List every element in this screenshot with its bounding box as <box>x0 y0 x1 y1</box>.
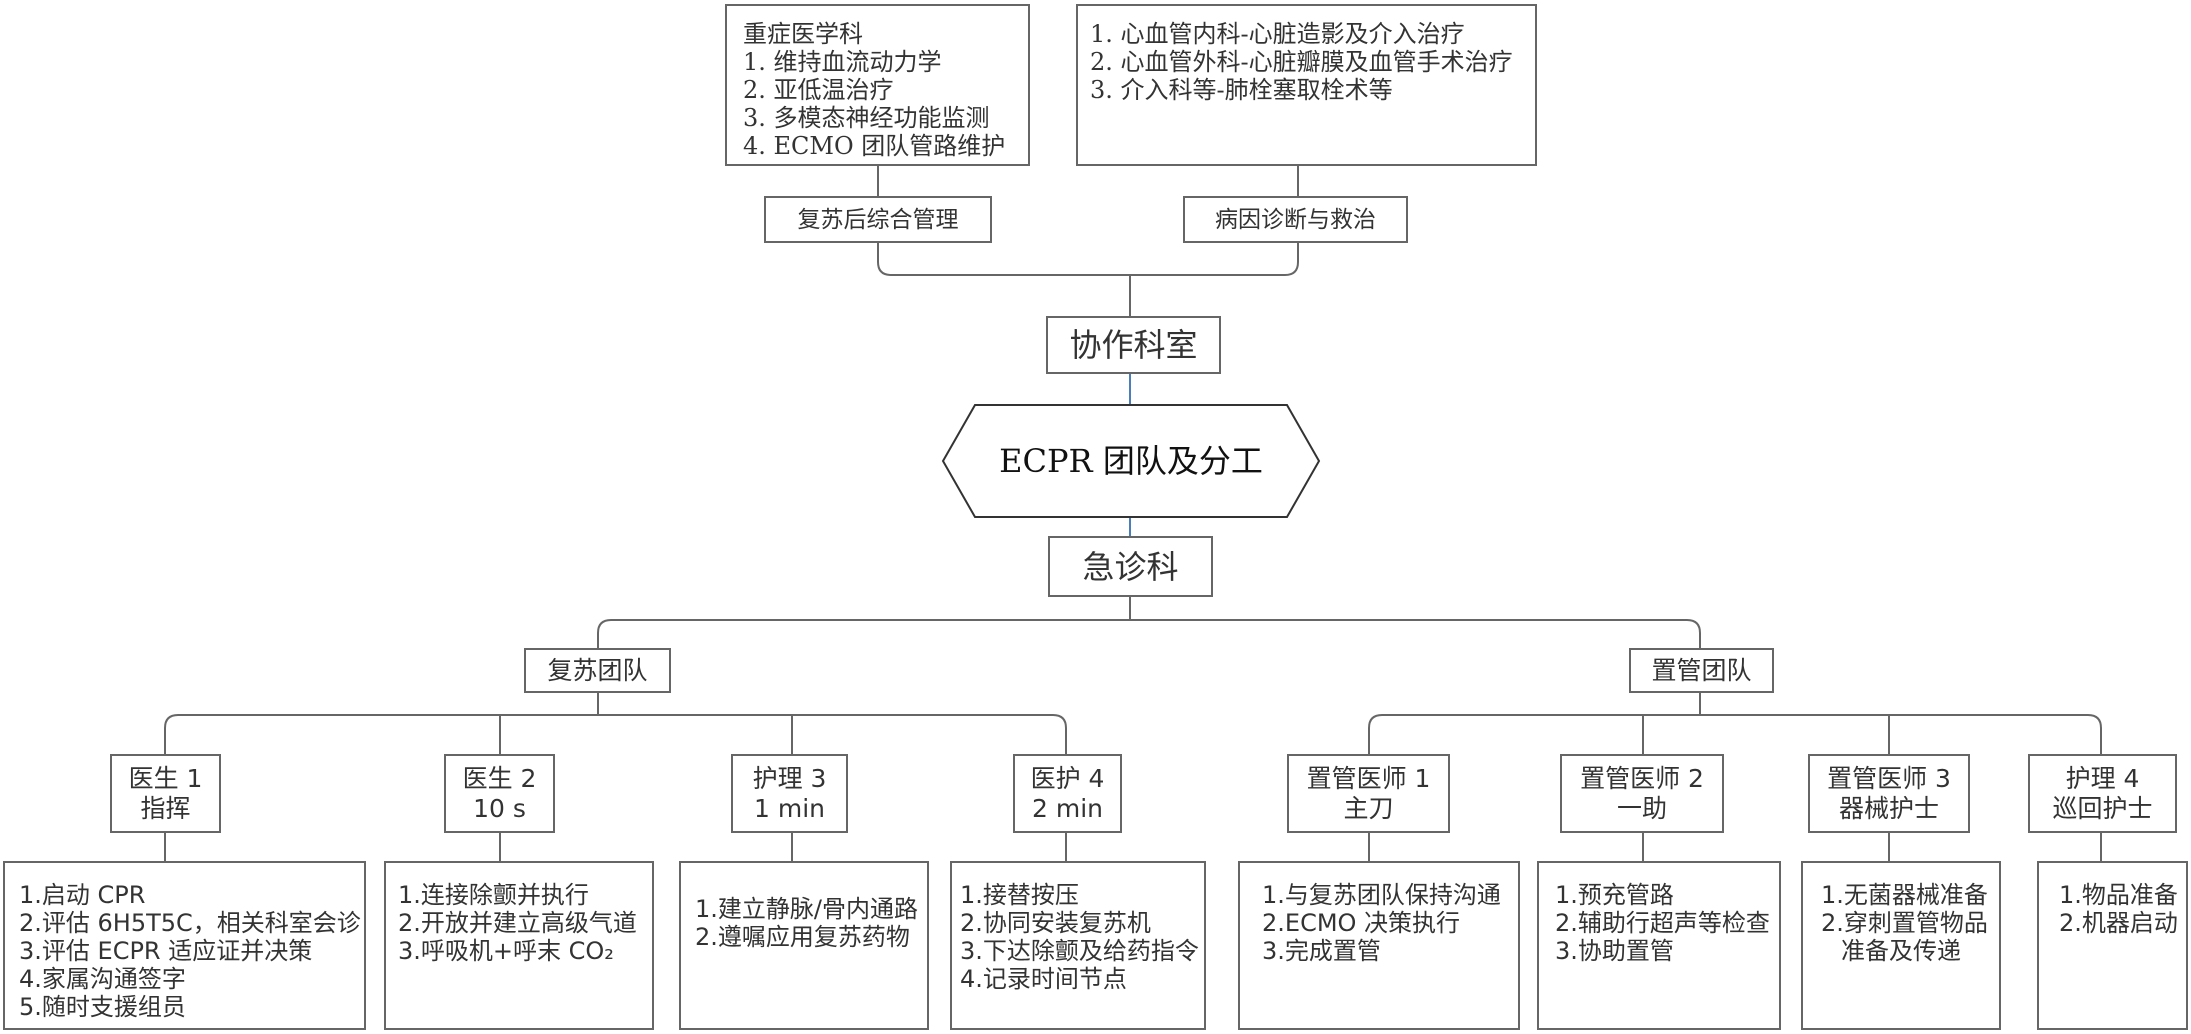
cannulation-team-box: 置管团队 <box>1629 648 1774 693</box>
center-hexagon <box>941 404 1321 518</box>
task-item: 3.下达除颤及给药指令 <box>960 937 1199 965</box>
task-item: 2.开放并建立高级气道 <box>398 909 637 937</box>
task-item: 2.协同安装复苏机 <box>960 909 1151 937</box>
task-item: 1.建立静脉/骨内通路 <box>695 895 918 923</box>
task-item: 4.家属沟通签字 <box>19 965 186 993</box>
task-item: 2.ECMO 决策执行 <box>1262 909 1461 937</box>
task-item: 2.遵嘱应用复苏药物 <box>695 923 910 951</box>
task-item: 3.评估 ECPR 适应证并决策 <box>19 937 313 965</box>
task-item: 1.预充管路 <box>1555 881 1674 909</box>
resuscitation-team-box: 复苏团队 <box>524 648 671 693</box>
task-item: 2.穿刺置管物品 <box>1821 909 1988 937</box>
emergency-dept-box: 急诊科 <box>1048 536 1213 597</box>
role-detail: 主刀 <box>1343 793 1394 823</box>
icu-title: 重症医学科 <box>743 20 863 48</box>
task-item: 1.与复苏团队保持沟通 <box>1262 881 1501 909</box>
task-item: 5.随时支援组员 <box>19 993 186 1021</box>
task-item: 2.评估 6H5T5C，相关科室会诊 <box>19 909 361 937</box>
task-item: 1.连接除颤并执行 <box>398 881 589 909</box>
role-detail: 2 min <box>1032 793 1103 823</box>
post-resuscitation-box: 复苏后综合管理 <box>764 196 992 243</box>
list-item: 3. 介入科等-肺栓塞取栓术等 <box>1090 76 1393 104</box>
role-name: 医生 2 <box>462 763 537 793</box>
role-name: 置管医师 3 <box>1827 763 1951 793</box>
role-name: 置管医师 2 <box>1580 763 1704 793</box>
role-name: 医生 1 <box>128 763 203 793</box>
role-name: 护理 4 <box>2065 763 2140 793</box>
task-item: 准备及传递 <box>1841 937 1961 965</box>
task-item: 1.启动 CPR <box>19 881 146 909</box>
role-detail: 1 min <box>754 793 825 823</box>
role-name: 置管医师 1 <box>1306 763 1431 793</box>
list-item: 1. 心血管内科-心脏造影及介入治疗 <box>1090 20 1465 48</box>
collab-dept-box: 协作科室 <box>1046 316 1221 374</box>
role-detail: 10 s <box>473 793 526 823</box>
list-item: 4. ECMO 团队管路维护 <box>743 132 1006 160</box>
task-item: 1.无菌器械准备 <box>1821 881 1988 909</box>
role-detail: 器械护士 <box>1838 793 1939 823</box>
task-item: 3.完成置管 <box>1262 937 1381 965</box>
cardio-box: 1. 心血管内科-心脏造影及介入治疗 2. 心血管外科-心脏瓣膜及血管手术治疗 … <box>1076 4 1537 166</box>
icu-box: 重症医学科 1. 维持血流动力学 2. 亚低温治疗 3. 多模态神经功能监测 4… <box>725 4 1030 166</box>
task-item: 4.记录时间节点 <box>960 965 1127 993</box>
list-item: 3. 多模态神经功能监测 <box>743 104 990 132</box>
role-detail: 指挥 <box>140 793 191 823</box>
task-item: 2.机器启动 <box>2059 909 2178 937</box>
task-item: 1.接替按压 <box>960 881 1079 909</box>
task-item: 3.协助置管 <box>1555 937 1674 965</box>
role-detail: 巡回护士 <box>2052 793 2153 823</box>
center-title: ECPR 团队及分工 <box>999 442 1263 480</box>
role-name: 医护 4 <box>1030 763 1105 793</box>
cause-treatment-box: 病因诊断与救治 <box>1183 196 1408 243</box>
task-item: 2.辅助行超声等检查 <box>1555 909 1770 937</box>
role-name: 护理 3 <box>752 763 827 793</box>
list-item: 2. 亚低温治疗 <box>743 76 894 104</box>
task-item: 1.物品准备 <box>2059 881 2178 909</box>
task-item: 3.呼吸机+呼末 CO₂ <box>398 937 614 965</box>
list-item: 2. 心血管外科-心脏瓣膜及血管手术治疗 <box>1090 48 1513 76</box>
role-detail: 一助 <box>1616 793 1667 823</box>
list-item: 1. 维持血流动力学 <box>743 48 942 76</box>
